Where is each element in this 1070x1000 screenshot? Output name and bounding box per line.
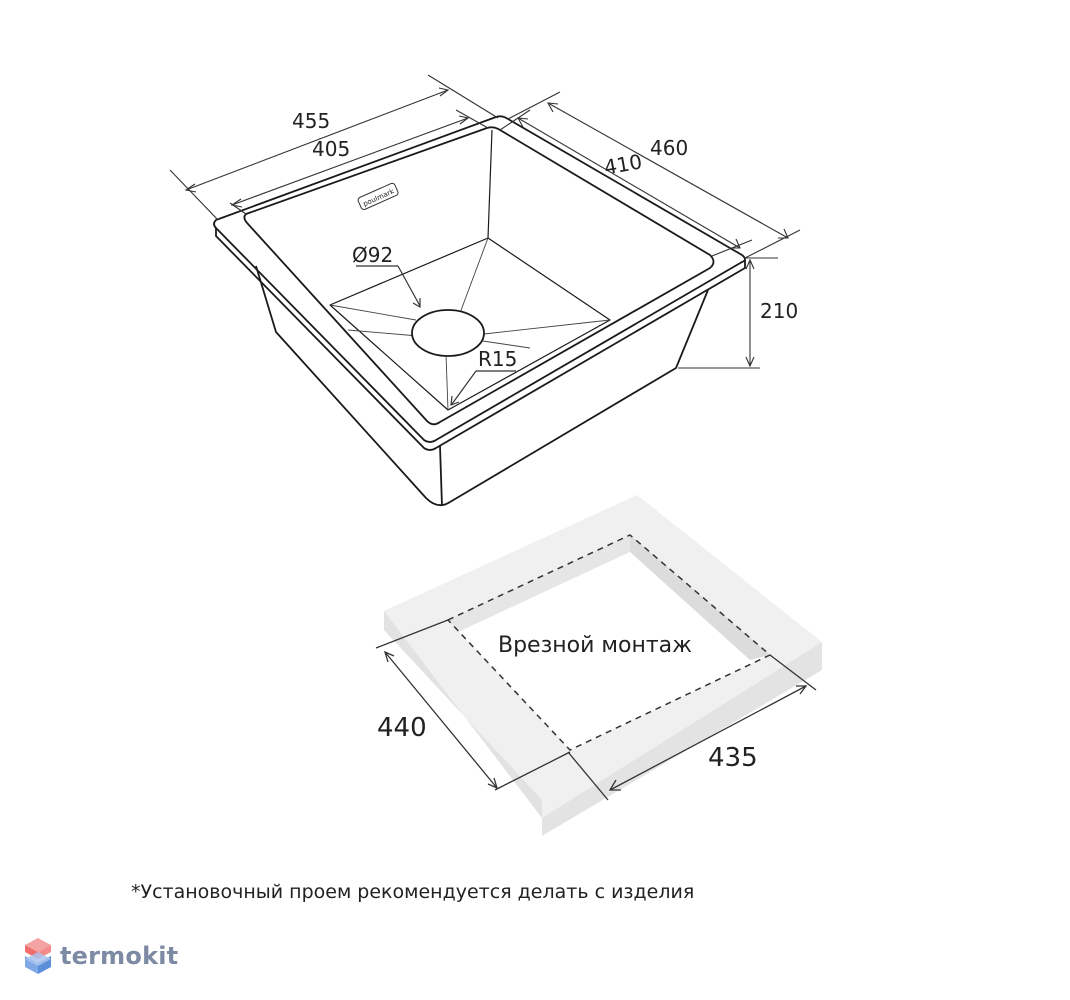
cutout-width-label: 440 bbox=[377, 713, 427, 743]
drain-leader bbox=[356, 265, 421, 309]
countertop-left-side bbox=[384, 611, 542, 818]
drain-hole bbox=[411, 309, 485, 357]
opening-inner-wall-left bbox=[448, 535, 630, 632]
sink-outer-corner-edge bbox=[439, 445, 443, 507]
sink-bowl-rim bbox=[243, 126, 715, 426]
watermark: termokit bbox=[24, 934, 178, 978]
sink-flange-edge bbox=[215, 228, 746, 451]
dimension-outer-width bbox=[169, 74, 499, 221]
dimension-cutout-depth bbox=[567, 654, 817, 801]
dimension-inner-depth bbox=[499, 109, 753, 257]
watermark-text: termokit bbox=[60, 942, 179, 970]
sink-body bbox=[213, 115, 746, 507]
sink-outer-wall bbox=[255, 265, 709, 507]
radius-leader bbox=[450, 370, 516, 406]
bowl-back-corner-edge bbox=[487, 129, 493, 239]
dimension-height bbox=[678, 257, 778, 369]
dimension-outer-depth bbox=[507, 91, 801, 259]
installation-footnote: *Установочный проем рекомендуется делать… bbox=[131, 881, 695, 903]
cube-logo-icon bbox=[25, 938, 51, 974]
dimension-inner-width bbox=[229, 109, 489, 215]
inner-width-label: 405 bbox=[312, 137, 350, 161]
opening-inner-wall-back bbox=[630, 535, 770, 660]
sink-flange-outer bbox=[213, 115, 746, 443]
outer-width-label: 455 bbox=[292, 109, 330, 133]
cutout-title: Врезной монтаж bbox=[498, 633, 692, 658]
brand-plate: poulmark bbox=[357, 182, 399, 211]
inner-depth-label: 410 bbox=[602, 149, 644, 179]
height-label: 210 bbox=[760, 299, 798, 323]
countertop-slab bbox=[384, 495, 822, 836]
outer-depth-label: 460 bbox=[650, 136, 688, 160]
drain-diameter-label: Ø92 bbox=[352, 243, 393, 267]
corner-radius-label: R15 bbox=[478, 347, 517, 371]
cutout-depth-label: 435 bbox=[708, 743, 758, 773]
dimension-cutout-width bbox=[375, 619, 571, 791]
